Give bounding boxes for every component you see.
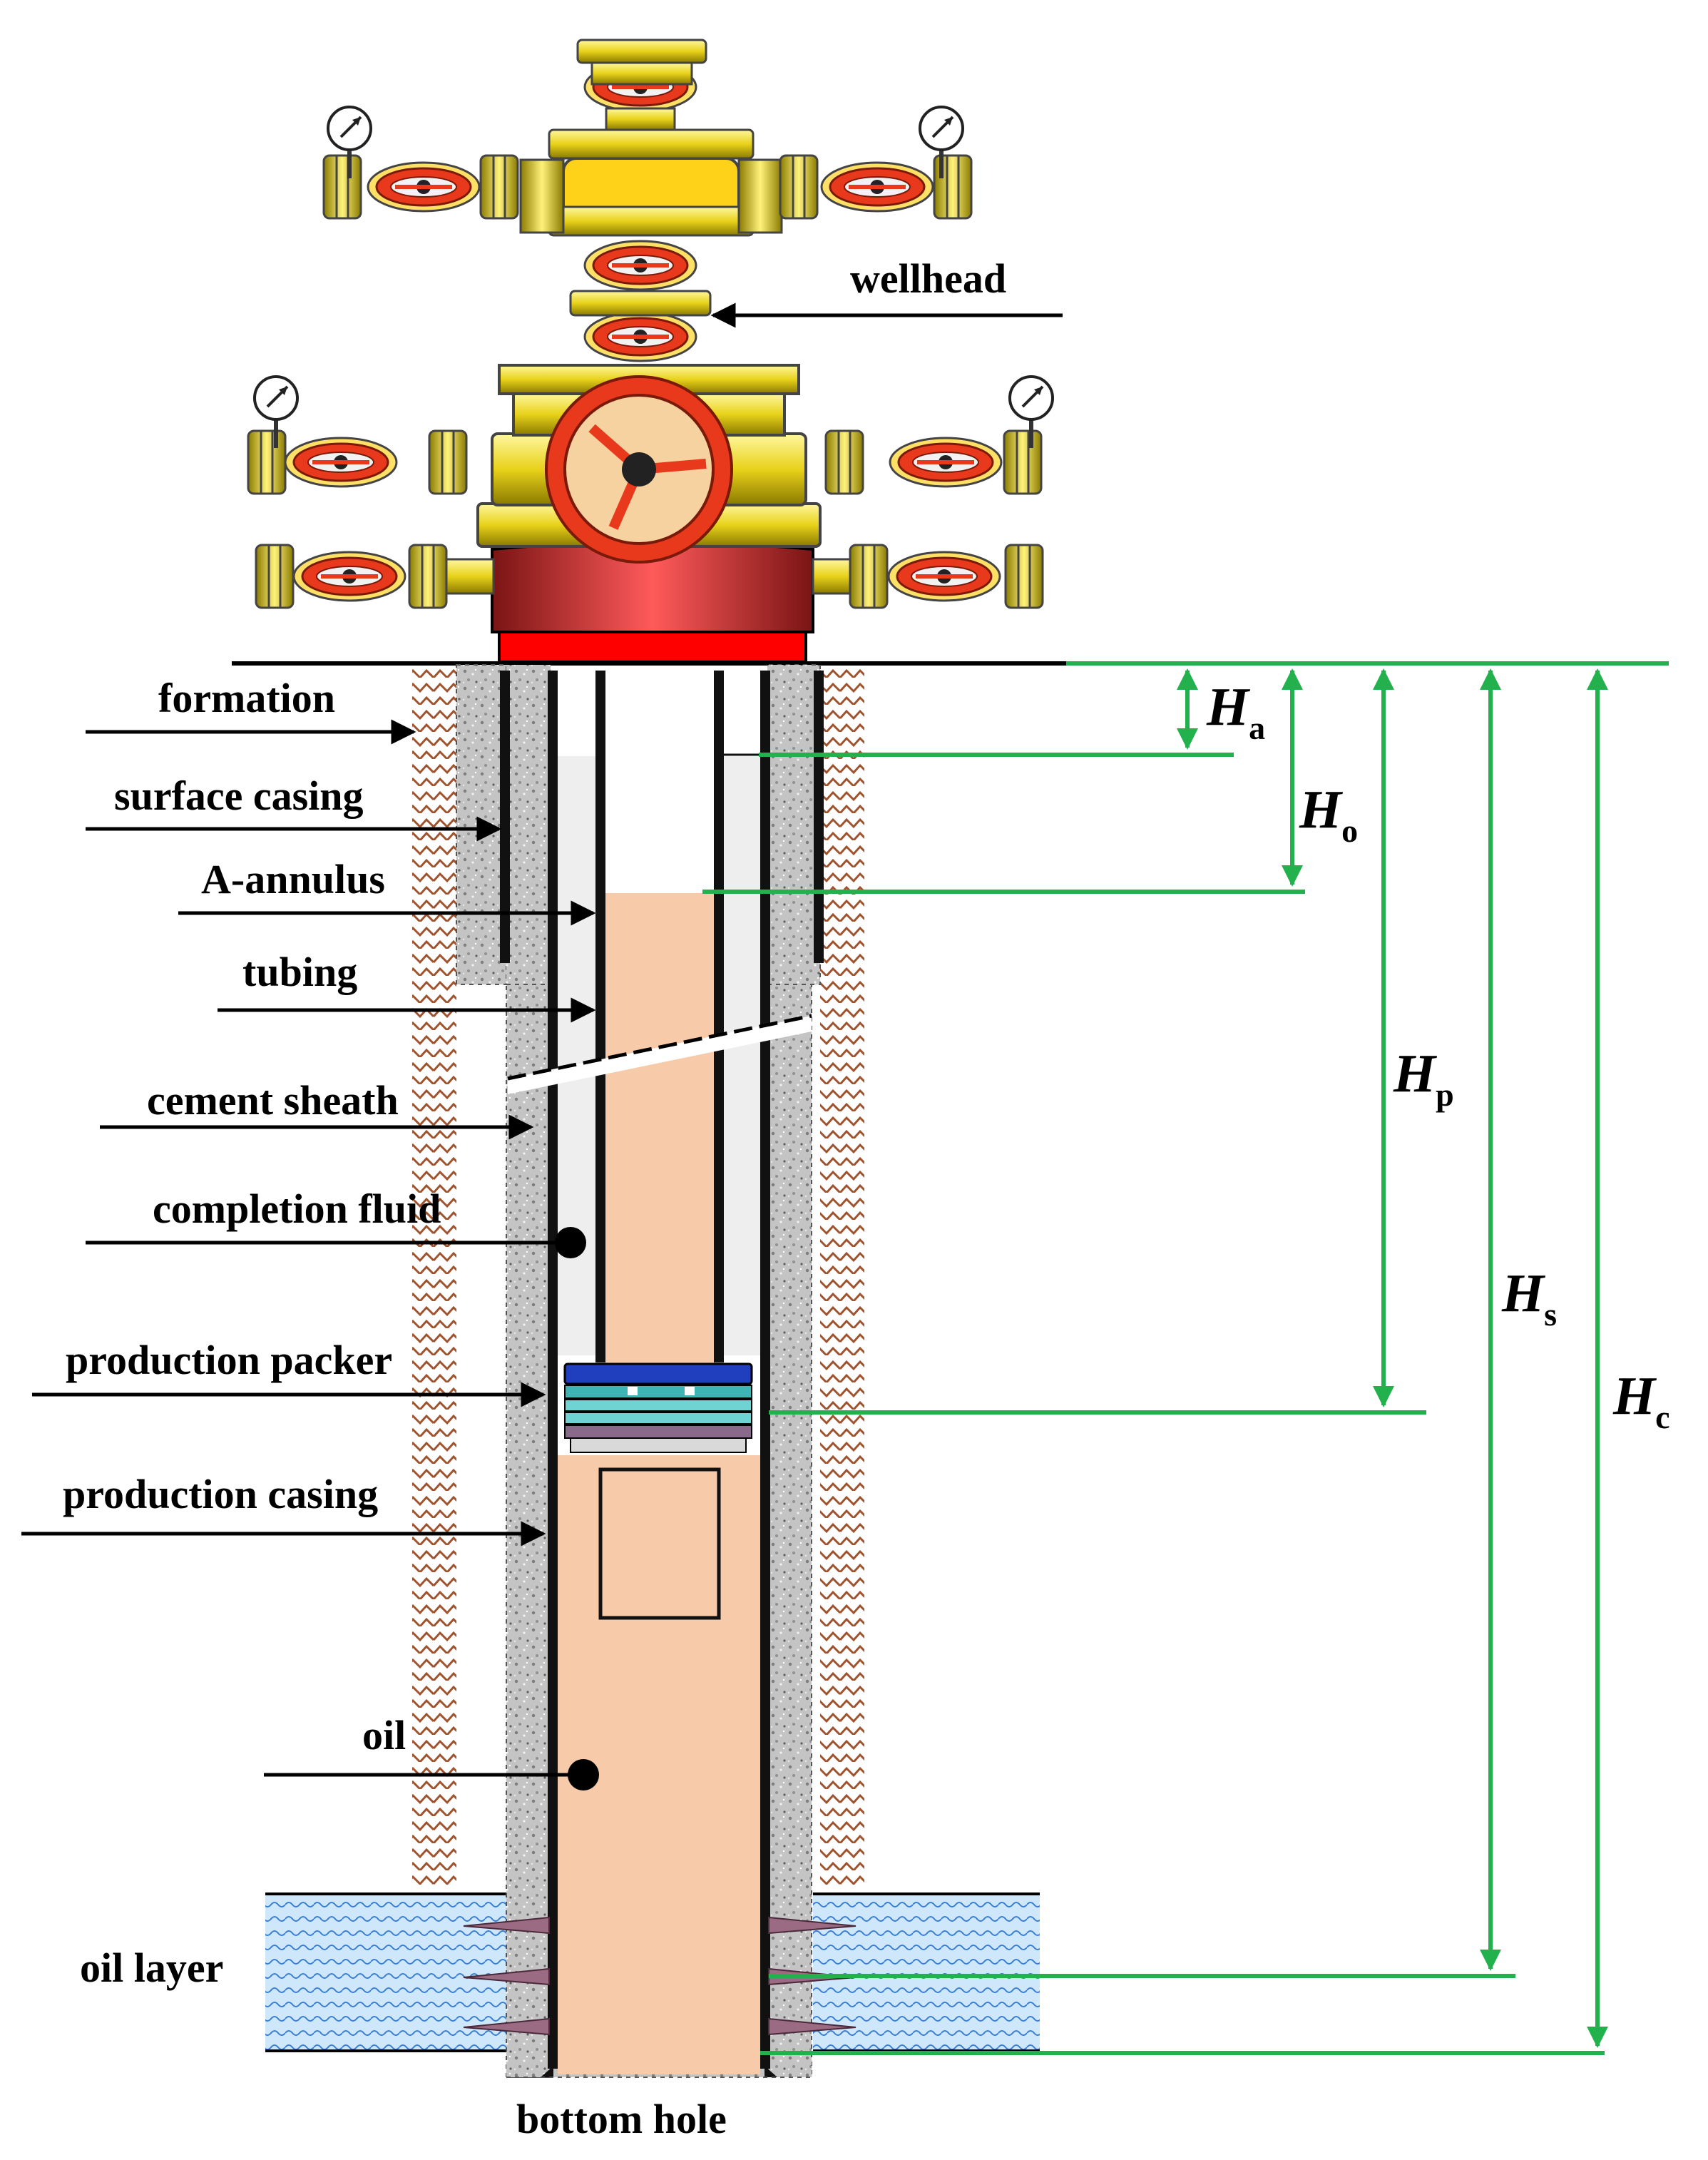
break-line — [507, 1014, 812, 1094]
production-casing-pipe — [548, 671, 770, 2069]
label-bottom-hole: bottom hole — [516, 2096, 727, 2142]
dimension-lines — [702, 661, 1669, 2055]
label-formation: formation — [158, 675, 335, 721]
label-pointers — [21, 302, 1063, 1777]
tubing-pipe — [595, 671, 724, 1620]
wellhead-assembly — [247, 39, 1053, 663]
dim-label-ha: Ha — [1206, 677, 1265, 746]
production-packer-assembly — [563, 1362, 753, 1453]
label-tubing: tubing — [242, 949, 357, 995]
dim-label-hs: Hs — [1501, 1263, 1557, 1333]
label-oil: oil — [362, 1712, 406, 1758]
label-cement-sheath: cement sheath — [147, 1077, 399, 1124]
dots — [555, 1227, 599, 1790]
label-completion-fluid: completion fluid — [153, 1186, 441, 1232]
dim-label-hp: Hp — [1393, 1044, 1454, 1113]
label-wellhead: wellhead — [850, 255, 1006, 302]
bottom-hole-shoe — [506, 2066, 812, 2078]
label-a-annulus: A-annulus — [201, 856, 385, 902]
dim-label-hc: Hc — [1612, 1366, 1670, 1435]
oil-layer-zone — [265, 1892, 1040, 2052]
label-production-packer: production packer — [66, 1337, 392, 1383]
label-oil-layer: oil layer — [80, 1945, 223, 1991]
label-surface-casing: surface casing — [114, 773, 364, 819]
production-cement — [506, 665, 812, 2078]
dim-label-ho: Ho — [1299, 780, 1358, 849]
label-production-casing: production casing — [63, 1471, 378, 1517]
